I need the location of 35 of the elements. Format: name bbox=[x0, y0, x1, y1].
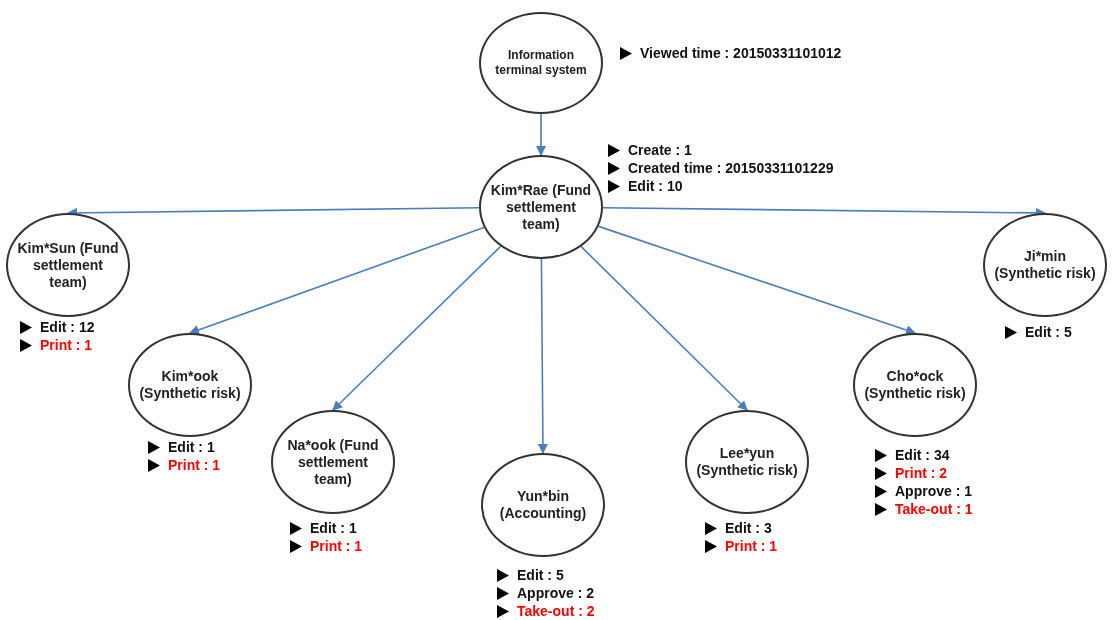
node-label: Cho*ock (Synthetic risk) bbox=[863, 368, 967, 402]
node-label: Yun*bin (Accounting) bbox=[498, 488, 588, 522]
node-label: Lee*yun (Synthetic risk) bbox=[695, 445, 799, 479]
stat-text: Approve : 2 bbox=[517, 585, 594, 601]
node-label: Kim*Sun (Fund settlement team) bbox=[16, 239, 120, 291]
stat-text: Edit : 12 bbox=[40, 319, 95, 335]
stat-text: Take-out : 1 bbox=[895, 501, 973, 517]
stat-text: Edit : 34 bbox=[895, 447, 950, 463]
stat-text: Edit : 1 bbox=[310, 520, 357, 536]
stat-text: Create : 1 bbox=[628, 142, 692, 158]
stat-text: Print : 1 bbox=[725, 538, 778, 554]
node-label: Information terminal system bbox=[494, 48, 588, 78]
node-label: Kim*Rae (Fund settlement team) bbox=[489, 181, 593, 233]
arrow bbox=[536, 113, 546, 156]
stat-text: Viewed time : 20150331101012 bbox=[640, 45, 842, 61]
stat-text: Print : 2 bbox=[895, 465, 948, 481]
node-label: Ji*min (Synthetic risk) bbox=[993, 248, 1097, 282]
stat-text: Print : 1 bbox=[168, 457, 221, 473]
arrow bbox=[537, 258, 548, 454]
stat-text: Take-out : 2 bbox=[517, 603, 595, 619]
stat-text: Created time : 20150331101229 bbox=[628, 160, 834, 176]
node-label: Kim*ook (Synthetic risk) bbox=[138, 368, 242, 402]
stat-text: Edit : 3 bbox=[725, 520, 772, 536]
node-label: Na*ook (Fund settlement team) bbox=[286, 436, 380, 488]
stat-text: Print : 1 bbox=[40, 337, 93, 353]
stat-text: Edit : 10 bbox=[628, 178, 683, 194]
arrow bbox=[189, 226, 485, 335]
stat-text: Edit : 1 bbox=[168, 439, 215, 455]
arrow bbox=[332, 245, 502, 411]
stat-text: Edit : 5 bbox=[1025, 324, 1072, 340]
arrow bbox=[580, 245, 748, 411]
stat-text: Edit : 5 bbox=[517, 567, 564, 583]
stat-text: Print : 1 bbox=[310, 538, 363, 554]
arrow bbox=[597, 225, 916, 335]
stat-text: Approve : 1 bbox=[895, 483, 972, 499]
